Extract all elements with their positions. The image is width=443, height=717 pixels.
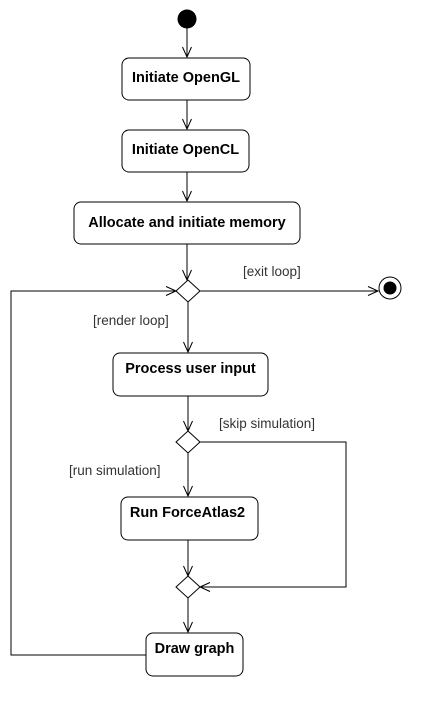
flow-arrowhead — [182, 118, 192, 131]
action-allocate-memory: Allocate and initiate memory — [73, 201, 301, 245]
action-initiate-opengl: Initiate OpenGL — [121, 57, 251, 101]
action-process-user-input: Process user input — [112, 352, 269, 397]
action-label: Allocate and initiate memory — [88, 215, 285, 231]
action-label: Initiate OpenGL — [132, 70, 240, 86]
flow-arrowhead — [367, 286, 380, 296]
merge-node — [175, 575, 201, 599]
action-run-forceatlas2: Run ForceAtlas2 — [120, 496, 259, 541]
flow-arrowhead — [182, 46, 192, 59]
simulation-decision-node — [175, 430, 201, 454]
guard-run-simulation: [run simulation] — [69, 463, 161, 478]
initial-node — [177, 9, 197, 29]
final-node — [378, 276, 402, 300]
action-draw-graph: Draw graph — [145, 632, 244, 677]
flow-arrowhead — [182, 190, 192, 203]
guard-render-loop: [render loop] — [93, 313, 169, 328]
flow-loop-back — [10, 290, 176, 656]
action-label: Draw graph — [155, 641, 235, 657]
action-initiate-opencl: Initiate OpenCL — [121, 129, 250, 173]
loop-decision-node — [175, 279, 201, 303]
guard-exit-loop: [exit loop] — [243, 264, 301, 279]
flow-arrowhead — [183, 485, 193, 498]
flow-arrowhead — [183, 621, 193, 634]
flow-arrowhead — [183, 341, 193, 354]
action-label: Run ForceAtlas2 — [130, 505, 245, 521]
flow-arrowhead — [165, 286, 178, 296]
guard-skip-simulation: [skip simulation] — [219, 416, 315, 431]
action-label: Process user input — [125, 361, 256, 377]
flow-skip-simulation — [200, 441, 347, 588]
action-label: Initiate OpenCL — [132, 142, 239, 158]
flow-arrowhead — [182, 269, 192, 282]
